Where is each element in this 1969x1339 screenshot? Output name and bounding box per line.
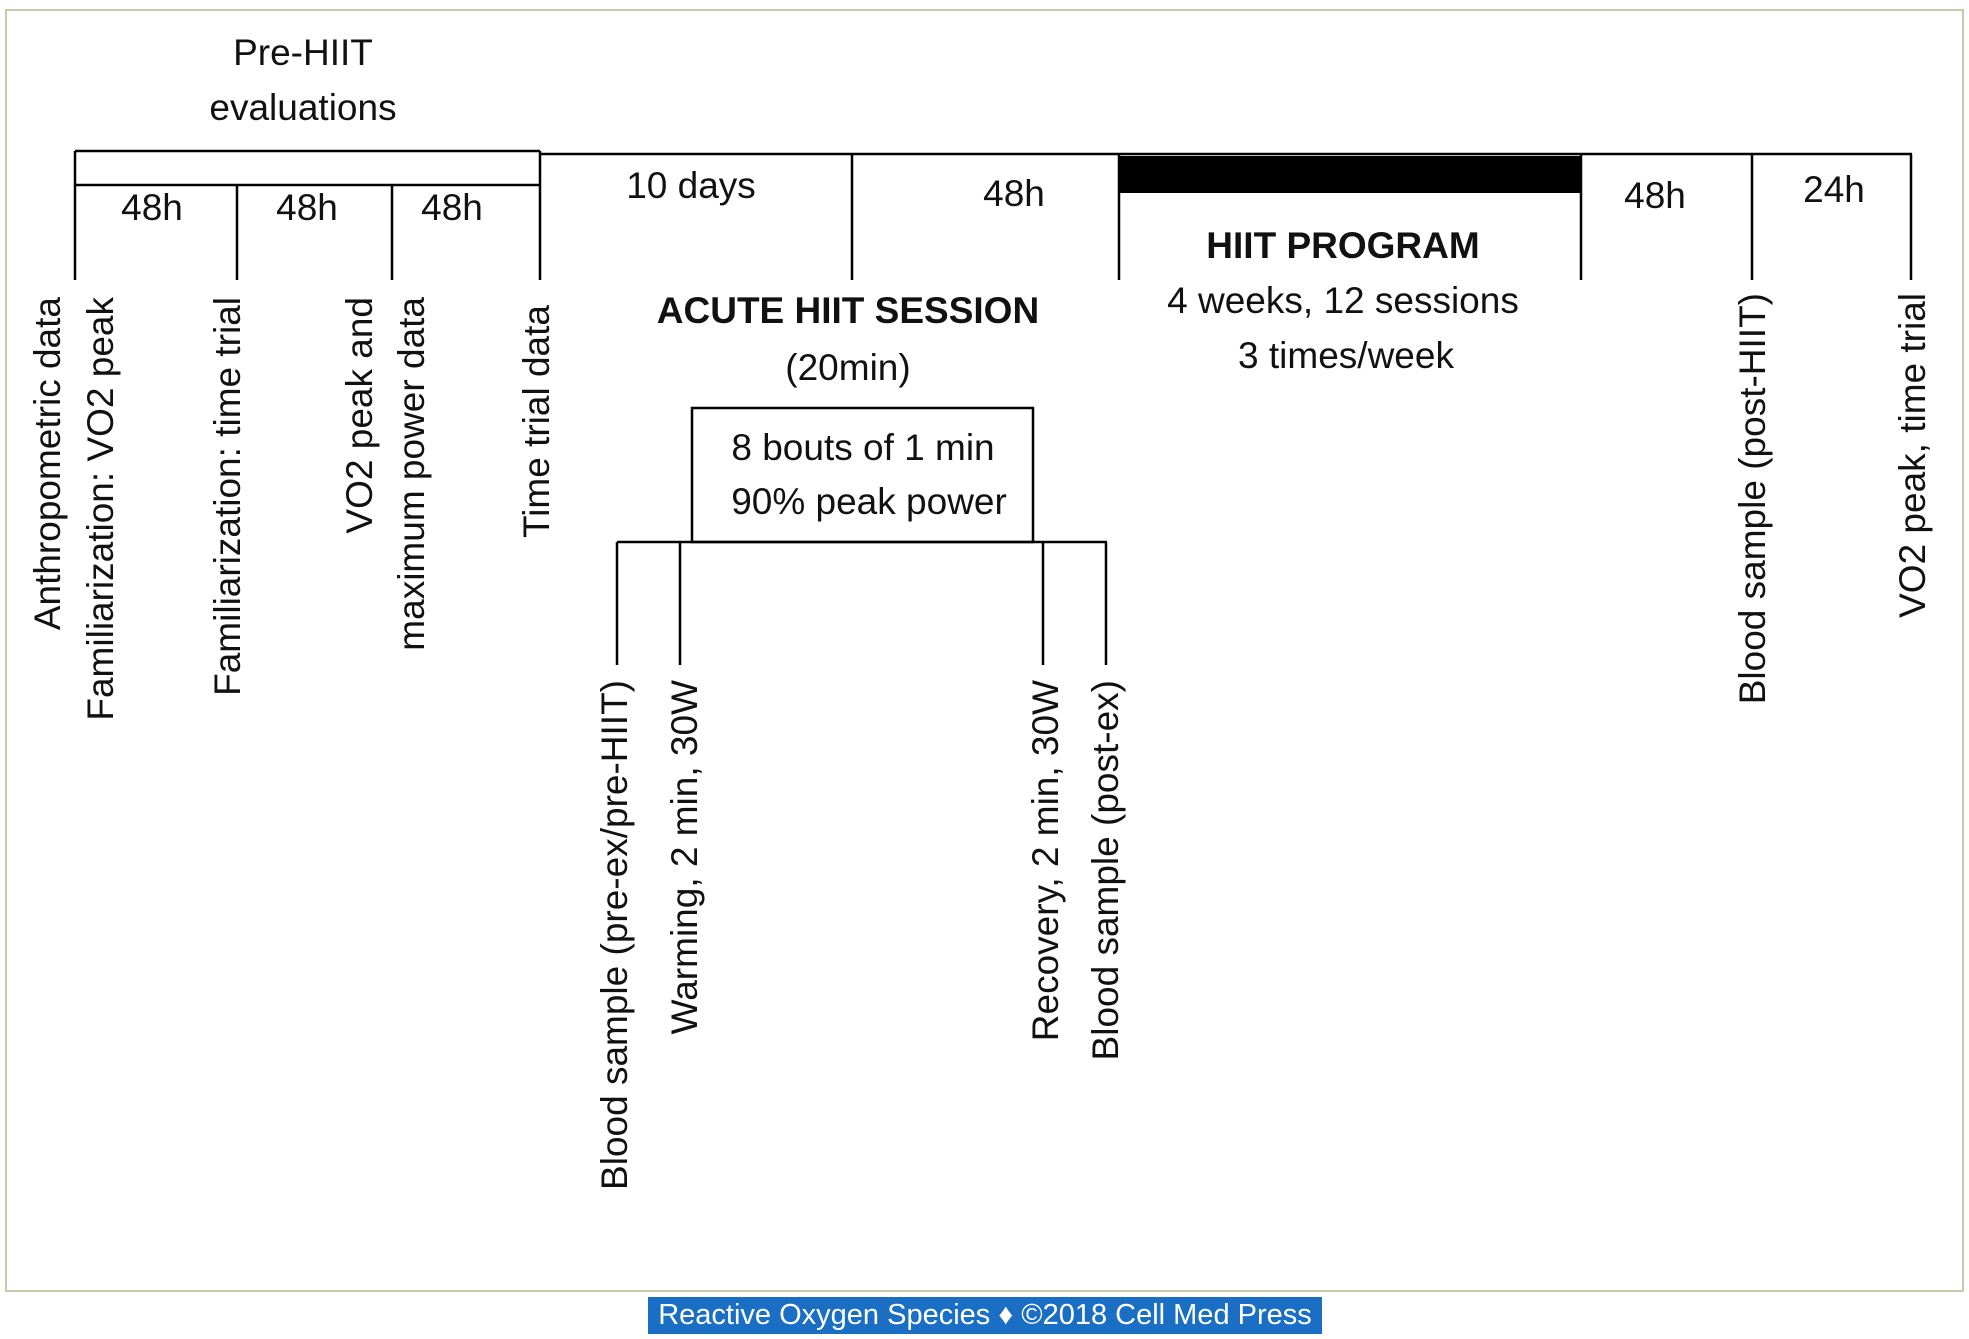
event-label-familiarization-tt: Familiarization: time trial [207,297,248,696]
event-label-blood-post-hiit: Blood sample (post-HIIT) [1732,293,1773,704]
study-timeline-diagram: Pre-HIIT evaluations 48h 48h 48h 10 days… [27,32,1933,1190]
event-label-vo2-time-trial: VO2 peak, time trial [1892,293,1933,618]
interval-label-4: 10 days [626,165,756,206]
acute-session-duration: (20min) [785,347,910,388]
acute-label-blood-pre: Blood sample (pre-ex/pre-HIIT) [594,680,635,1190]
pre-hiit-title-line2: evaluations [209,87,396,128]
acute-label-recovery: Recovery, 2 min, 30W [1025,680,1066,1041]
event-label-vo2-peak: VO2 peak and [339,297,380,534]
interval-label-3: 48h [421,187,483,228]
event-label-time-trial: Time trial data [516,305,557,538]
hiit-program-line2: 3 times/week [1238,335,1454,376]
hiit-program-bar [1119,156,1581,193]
hiit-program-title: HIIT PROGRAM [1206,225,1479,266]
event-label-anthropometric: Anthropometric data [27,297,68,631]
interval-label-5: 48h [983,173,1045,214]
figure-frame [5,9,1964,1292]
pre-hiit-title-line1: Pre-HIIT [233,32,373,73]
acute-label-blood-post-ex: Blood sample (post-ex) [1085,680,1126,1060]
acute-box-line2: 90% peak power [731,481,1007,522]
interval-label-7: 24h [1803,169,1865,210]
copyright-footer: Reactive Oxygen Species ♦ ©2018 Cell Med… [648,1297,1322,1334]
event-label-max-power: maximum power data [391,297,432,651]
timeline-lines [73,149,1913,665]
interval-label-1: 48h [121,187,183,228]
acute-box-line1: 8 bouts of 1 min [731,427,994,468]
interval-label-6: 48h [1624,175,1686,216]
acute-label-warming: Warming, 2 min, 30W [664,680,705,1034]
event-label-familiarization-vo2: Familiarization: VO2 peak [80,297,121,721]
interval-label-2: 48h [276,187,338,228]
acute-session-title: ACUTE HIIT SESSION [657,290,1039,331]
hiit-program-line1: 4 weeks, 12 sessions [1167,280,1519,321]
